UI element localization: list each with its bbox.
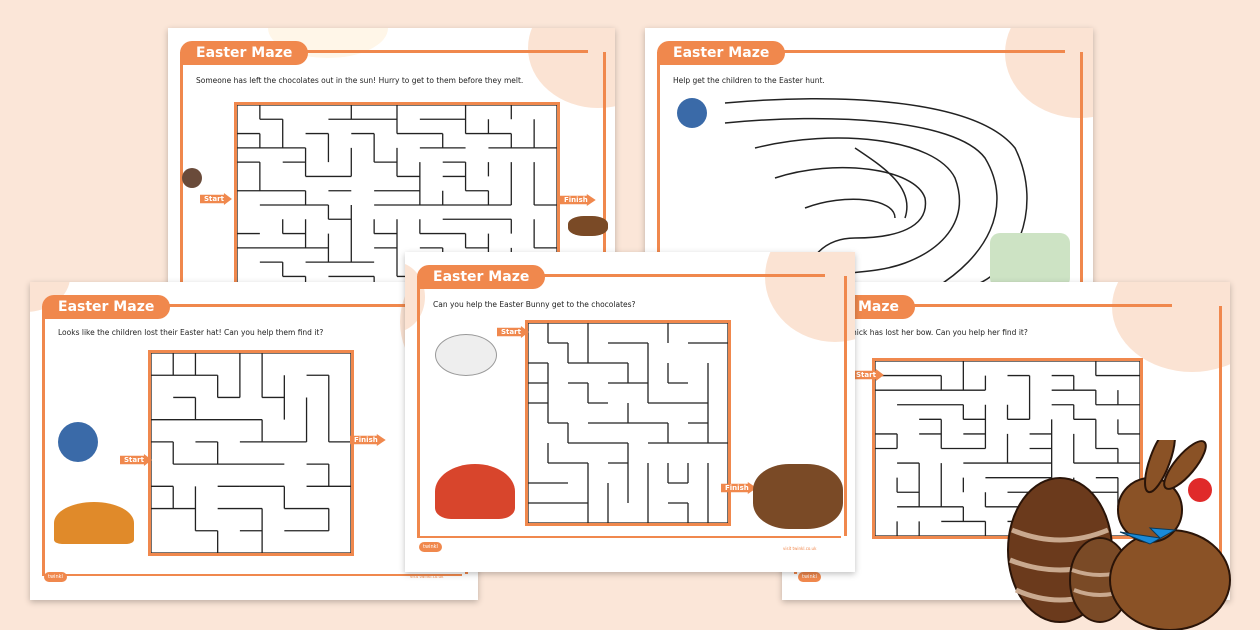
start-arrow: Start	[120, 454, 152, 466]
instruction-text: Can you help the Easter Bunny get to the…	[433, 300, 636, 309]
instruction-text: hick has lost her bow. Can you help her …	[852, 328, 1028, 337]
chocolate-bunny-eggs-illustration	[1007, 440, 1231, 630]
maze-wall-path	[237, 105, 557, 288]
maze-walls	[528, 323, 728, 523]
leaf-pile-illustration	[54, 502, 134, 544]
easter-hunt-illustration	[990, 233, 1070, 288]
toadstool-illustration	[435, 464, 515, 519]
instruction-text: Looks like the children lost their Easte…	[58, 328, 324, 337]
worksheet-title: Easter Maze	[657, 41, 786, 65]
worksheet-title: Easter Maze	[180, 41, 309, 65]
maze-walls	[151, 353, 351, 553]
finish-arrow: Finish	[721, 482, 757, 494]
start-arrow: Start	[852, 369, 884, 381]
twinkl-logo: twinkl	[44, 572, 67, 582]
start-arrow: Start	[497, 326, 529, 338]
start-arrow: Start	[200, 193, 232, 205]
worksheet-page-easter-hunt: Easter Maze Help get the children to the…	[645, 28, 1093, 288]
instruction-text: Someone has left the chocolates out in t…	[196, 76, 524, 85]
twinkl-logo: twinkl	[419, 542, 442, 552]
worksheet-page-chocolates: Easter Maze Someone has left the chocola…	[168, 28, 615, 288]
chocolate-bunny-egg-illustration	[753, 464, 843, 529]
melted-chocolate-illustration	[568, 216, 608, 236]
finish-arrow: Finish	[350, 434, 386, 446]
maze-wall-path	[151, 353, 351, 553]
finish-arrow: Finish	[560, 194, 596, 206]
worksheet-title: Easter Maze	[42, 295, 171, 319]
twinkl-logo: twinkl	[798, 572, 821, 582]
maze-wall-path	[528, 323, 728, 523]
worksheet-page-easter-hat: Easter Maze Looks like the children lost…	[30, 282, 478, 600]
maze-walls	[237, 105, 557, 288]
maze-wall-path	[875, 361, 1140, 536]
bunny-illustration	[435, 334, 497, 376]
maze[interactable]	[525, 320, 731, 526]
maze[interactable]	[148, 350, 354, 556]
maze-walls	[875, 361, 1140, 536]
footer-url: visit twinkl.co.uk	[783, 546, 817, 551]
children-illustration	[58, 422, 98, 462]
children-illustration	[182, 168, 202, 188]
maze[interactable]	[234, 102, 560, 288]
children-illustration	[677, 98, 707, 128]
footer-url: visit twinkl.co.uk	[410, 574, 444, 579]
worksheet-page-easter-bunny: Easter Maze Can you help the Easter Bunn…	[405, 252, 855, 572]
worksheet-title: Easter Maze	[417, 265, 546, 289]
instruction-text: Help get the children to the Easter hunt…	[673, 76, 825, 85]
